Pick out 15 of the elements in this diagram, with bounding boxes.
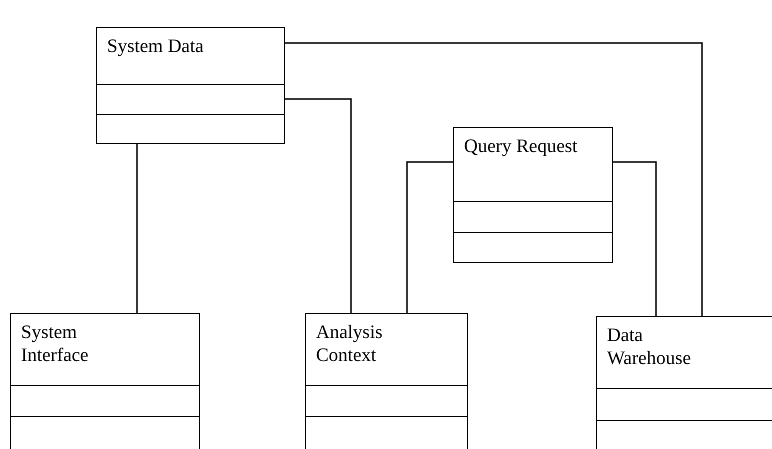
class-box (596, 316, 772, 449)
class-box (10, 313, 200, 449)
class-name: System Interface (21, 322, 90, 368)
class-box (305, 313, 468, 449)
class-box (453, 127, 613, 263)
connector-line (406, 161, 453, 313)
connector-line (285, 98, 352, 313)
connector-line (136, 144, 138, 313)
class-name: Analysis Context (316, 322, 384, 368)
class-name: Query Request (464, 136, 578, 159)
connector-line (285, 42, 703, 316)
class-name: Data Warehouse (607, 325, 692, 371)
connector-line (613, 161, 657, 316)
class-name: System Data (107, 36, 204, 59)
class-box (96, 27, 285, 144)
